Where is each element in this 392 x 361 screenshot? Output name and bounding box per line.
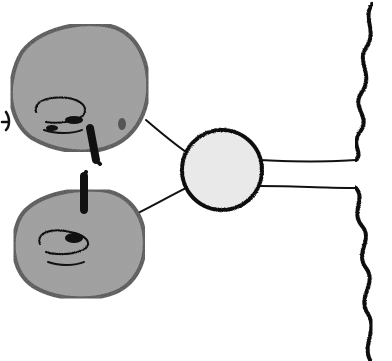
stem-upper-line (260, 160, 356, 162)
upper-dark-spot-2 (46, 125, 58, 131)
lower-dark-spot (65, 233, 83, 243)
lower-pin-tip (84, 172, 86, 176)
central-circle (182, 130, 262, 210)
upper-dark-spot (65, 116, 83, 124)
upper-stalk (146, 120, 186, 152)
upper-lobe (11, 24, 148, 151)
stem-lower-line (260, 186, 356, 188)
right-wall-lower (356, 188, 371, 360)
lower-stalk (140, 188, 186, 212)
upper-edge-spot (118, 118, 126, 130)
upper-pin-tip (96, 160, 100, 164)
right-wall-upper (356, 4, 372, 160)
lower-lobe (14, 190, 145, 299)
